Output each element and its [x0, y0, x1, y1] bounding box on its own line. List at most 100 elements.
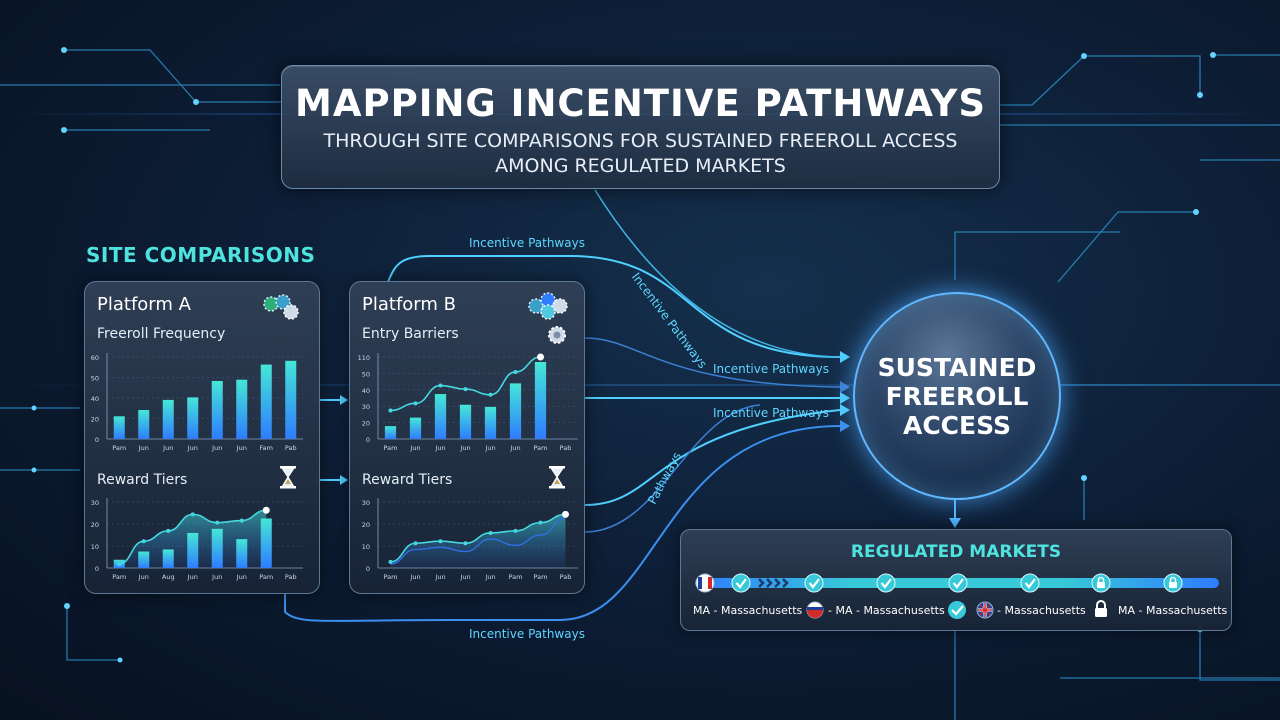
y-tick-label: 0: [95, 565, 99, 573]
y-tick-label: 30: [362, 403, 370, 411]
x-tick-label: Aug: [162, 573, 175, 581]
bar: [138, 409, 150, 439]
x-tick-label: Pam: [384, 444, 398, 452]
x-tick-label: Pab: [285, 573, 297, 581]
subtitle-line-1: THROUGH SITE COMPARISONS FOR SUSTAINED F…: [323, 130, 958, 152]
bar: [434, 394, 447, 439]
y-tick-label: 20: [362, 521, 370, 529]
y-tick-label: 110: [358, 354, 370, 362]
x-tick-label: Jun: [187, 573, 198, 581]
regulated-markets-panel: REGULATED MARKETS: [680, 529, 1232, 631]
markets-timeline: [695, 573, 1219, 619]
line-point: [463, 387, 468, 392]
entry-barriers-label: Entry Barriers: [362, 326, 459, 342]
y-tick-label: 0: [366, 565, 370, 573]
x-tick-label: Jun: [409, 573, 420, 581]
check-circle-icon: [876, 573, 896, 593]
hourglass-icon: [549, 466, 565, 489]
lock-icon: [1095, 600, 1107, 617]
x-tick-label: Jun: [236, 444, 247, 452]
line-point: [438, 539, 443, 544]
market-label-1: MA - Massachusetts: [693, 604, 803, 617]
y-tick-label: 50: [91, 375, 99, 383]
bar: [384, 426, 397, 439]
bar: [162, 549, 174, 568]
check-circle-icon: [948, 573, 968, 593]
bar: [409, 417, 422, 439]
x-tick-label: Jun: [138, 573, 149, 581]
y-tick-label: 0: [95, 436, 99, 444]
market-label-3: - Massachusetts: [997, 604, 1086, 617]
pathway-label-bottom: Incentive Pathways: [469, 627, 585, 641]
line-point: [538, 520, 543, 525]
x-tick-label: Jun: [509, 444, 520, 452]
y-tick-label: 20: [362, 420, 370, 428]
poker-chips-icon: [528, 292, 568, 320]
x-tick-label: Pam: [112, 444, 126, 452]
x-tick-label: Pam: [509, 573, 523, 581]
bar: [260, 364, 272, 439]
pathway-label-middle: Incentive Pathways: [713, 362, 829, 376]
x-tick-label: Jun: [459, 573, 470, 581]
y-tick-label: 10: [91, 543, 99, 551]
y-tick-label: 30: [362, 499, 370, 507]
line-point: [117, 561, 122, 566]
title-banner: MAPPING INCENTIVE PATHWAYS THROUGH SITE …: [281, 65, 1000, 189]
bar: [509, 383, 522, 439]
x-tick-label: Pam: [534, 444, 548, 452]
check-circle-icon: [1020, 573, 1040, 593]
line-point: [215, 520, 220, 525]
pathway-label-lower: Incentive Pathways: [713, 406, 829, 420]
line-point: [463, 541, 468, 546]
y-tick-label: 50: [362, 370, 370, 378]
y-tick-label: 30: [91, 499, 99, 507]
bar: [260, 518, 272, 568]
goal-label: SUSTAINED FREEROLL ACCESS: [877, 352, 1037, 440]
line-point: [537, 353, 544, 361]
bar: [113, 416, 125, 439]
x-tick-label: Pam: [534, 573, 548, 581]
x-tick-label: Jun: [409, 444, 420, 452]
reward-tiers-label-a: Reward Tiers: [97, 472, 188, 488]
check-circle-icon: [804, 573, 824, 593]
x-tick-label: Jun: [211, 573, 222, 581]
y-tick-label: 0: [366, 436, 370, 444]
main-title: MAPPING INCENTIVE PATHWAYS: [295, 82, 986, 125]
series-line-secondary: [390, 517, 566, 565]
check-circle-icon: [948, 601, 966, 619]
uk-flag-icon: [976, 601, 994, 619]
line-point: [513, 369, 518, 374]
x-tick-label: Jun: [434, 573, 445, 581]
subtitle-line-2: AMONG REGULATED MARKETS: [495, 155, 786, 177]
x-tick-label: Jun: [211, 444, 222, 452]
x-tick-label: Jun: [138, 444, 149, 452]
line-point: [388, 408, 393, 413]
area-fill: [390, 514, 566, 568]
line-point: [513, 528, 518, 533]
line-point: [438, 383, 443, 388]
bar: [236, 379, 248, 439]
y-tick-label: 40: [91, 395, 99, 403]
lock-icon: [1091, 573, 1111, 593]
line-point: [262, 506, 270, 514]
site-comparisons-label: SITE COMPARISONS: [86, 243, 316, 267]
x-tick-label: Jun: [459, 444, 470, 452]
bar: [187, 397, 199, 439]
line-point: [413, 541, 418, 546]
lock-icon: [1163, 573, 1183, 593]
x-tick-label: Pab: [560, 444, 572, 452]
platform-b-title: Platform B: [362, 294, 456, 315]
line-point: [413, 401, 418, 406]
line-point: [239, 518, 244, 523]
series-line: [390, 513, 566, 563]
bar: [285, 360, 297, 439]
x-tick-label: Pam: [259, 573, 273, 581]
bar: [484, 406, 497, 439]
x-tick-label: Pab: [285, 444, 297, 452]
line-point: [141, 539, 146, 544]
